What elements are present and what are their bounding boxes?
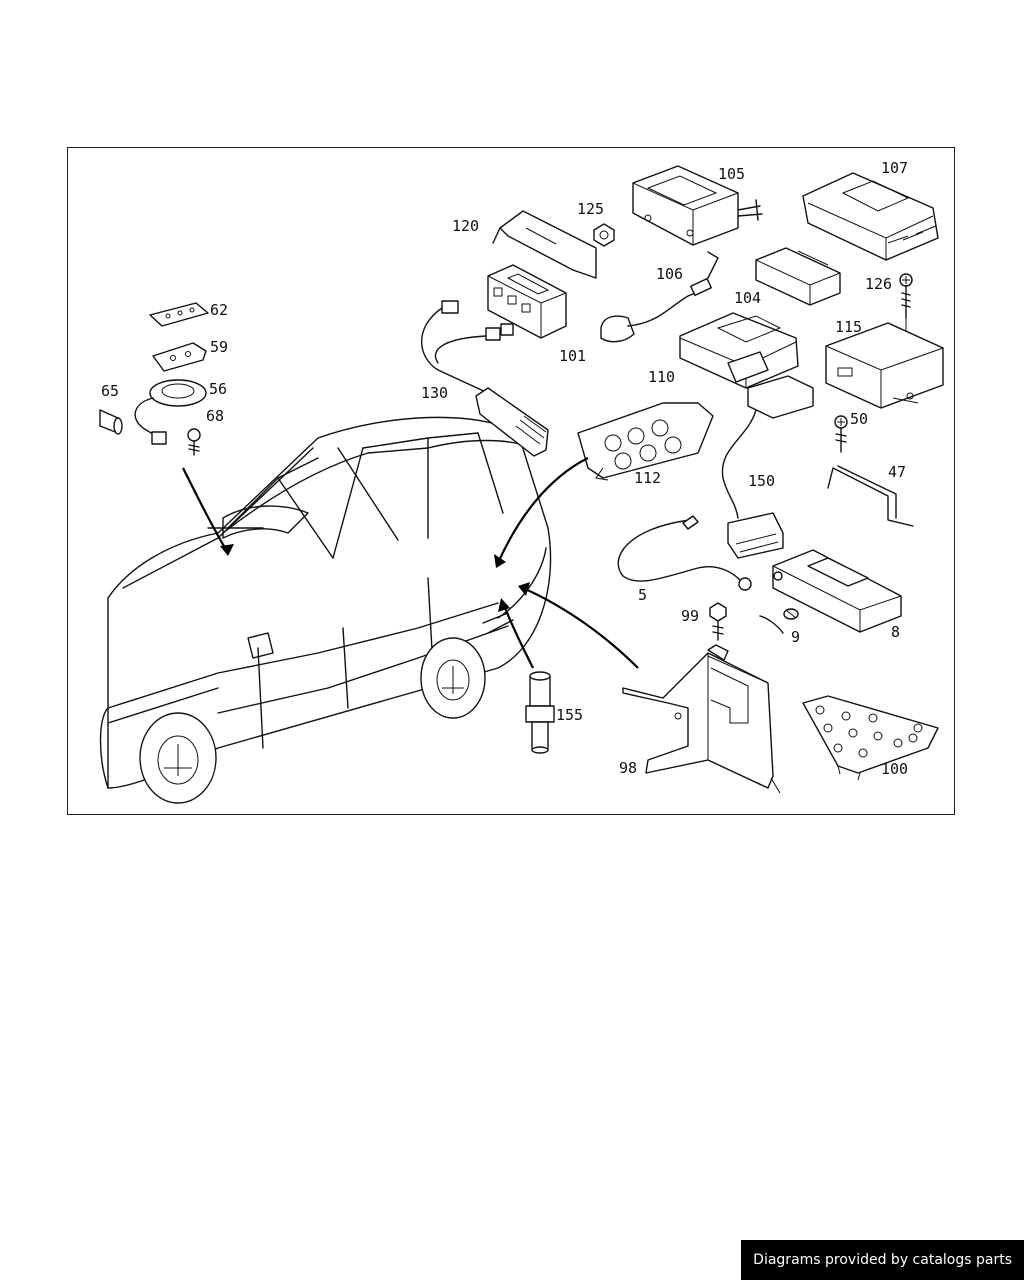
part-8-module — [772, 549, 902, 633]
callout-68: 68 — [206, 407, 225, 425]
callout-104: 104 — [734, 289, 762, 307]
part-105-module — [632, 165, 763, 246]
parts-diagram-frame: 62 59 56 65 68 120 125 105 107 106 104 1… — [67, 147, 955, 815]
part-125-nut — [593, 223, 615, 247]
part-68-screw — [187, 428, 201, 456]
part-107-module — [802, 172, 939, 261]
car-illustration — [99, 416, 552, 804]
part-150-cable — [721, 375, 814, 559]
callout-9: 9 — [791, 628, 801, 646]
part-56-sensor — [134, 379, 207, 445]
part-9-plug — [759, 608, 799, 634]
callout-126: 126 — [865, 275, 893, 293]
part-100-plate — [802, 695, 939, 781]
part-99-bolt — [709, 602, 727, 641]
part-65-sleeve — [99, 409, 123, 435]
callout-98: 98 — [619, 759, 638, 777]
part-101-module — [487, 264, 567, 339]
callout-125: 125 — [577, 200, 605, 218]
callout-99: 99 — [681, 607, 700, 625]
callout-8: 8 — [891, 623, 901, 641]
callout-62: 62 — [210, 301, 229, 319]
callout-5: 5 — [638, 586, 648, 604]
part-106-cable — [600, 251, 719, 343]
callout-100: 100 — [881, 760, 909, 778]
callout-106: 106 — [656, 265, 684, 283]
callout-47: 47 — [888, 463, 907, 481]
part-50-screw — [834, 415, 848, 453]
callout-107: 107 — [881, 159, 909, 177]
part-155-fitting — [525, 671, 555, 754]
part-115-module — [825, 322, 944, 409]
callout-65: 65 — [101, 382, 120, 400]
callout-59: 59 — [210, 338, 229, 356]
callout-130: 130 — [421, 384, 449, 402]
callout-110: 110 — [648, 368, 676, 386]
callout-105: 105 — [718, 165, 746, 183]
part-62-plate — [149, 302, 209, 327]
part-47-strap — [827, 465, 914, 527]
location-arrows — [182, 457, 639, 669]
part-112-plate — [577, 402, 714, 481]
callout-101: 101 — [559, 347, 587, 365]
credit-banner: Diagrams provided by catalogs parts — [741, 1240, 1024, 1280]
callout-120: 120 — [452, 217, 480, 235]
callout-50: 50 — [850, 410, 869, 428]
part-59-bracket — [152, 342, 207, 372]
callout-115: 115 — [835, 318, 863, 336]
part-104-module — [755, 247, 841, 306]
callout-56: 56 — [209, 380, 228, 398]
part-110-module — [679, 312, 799, 389]
parts-diagram — [99, 165, 944, 804]
callout-150: 150 — [748, 472, 776, 490]
part-130-harness — [420, 300, 549, 457]
callout-112: 112 — [634, 469, 662, 487]
callout-155: 155 — [556, 706, 584, 724]
part-98-bracket — [622, 644, 781, 794]
part-5-cable — [617, 515, 752, 591]
part-120-bracket — [492, 210, 597, 279]
